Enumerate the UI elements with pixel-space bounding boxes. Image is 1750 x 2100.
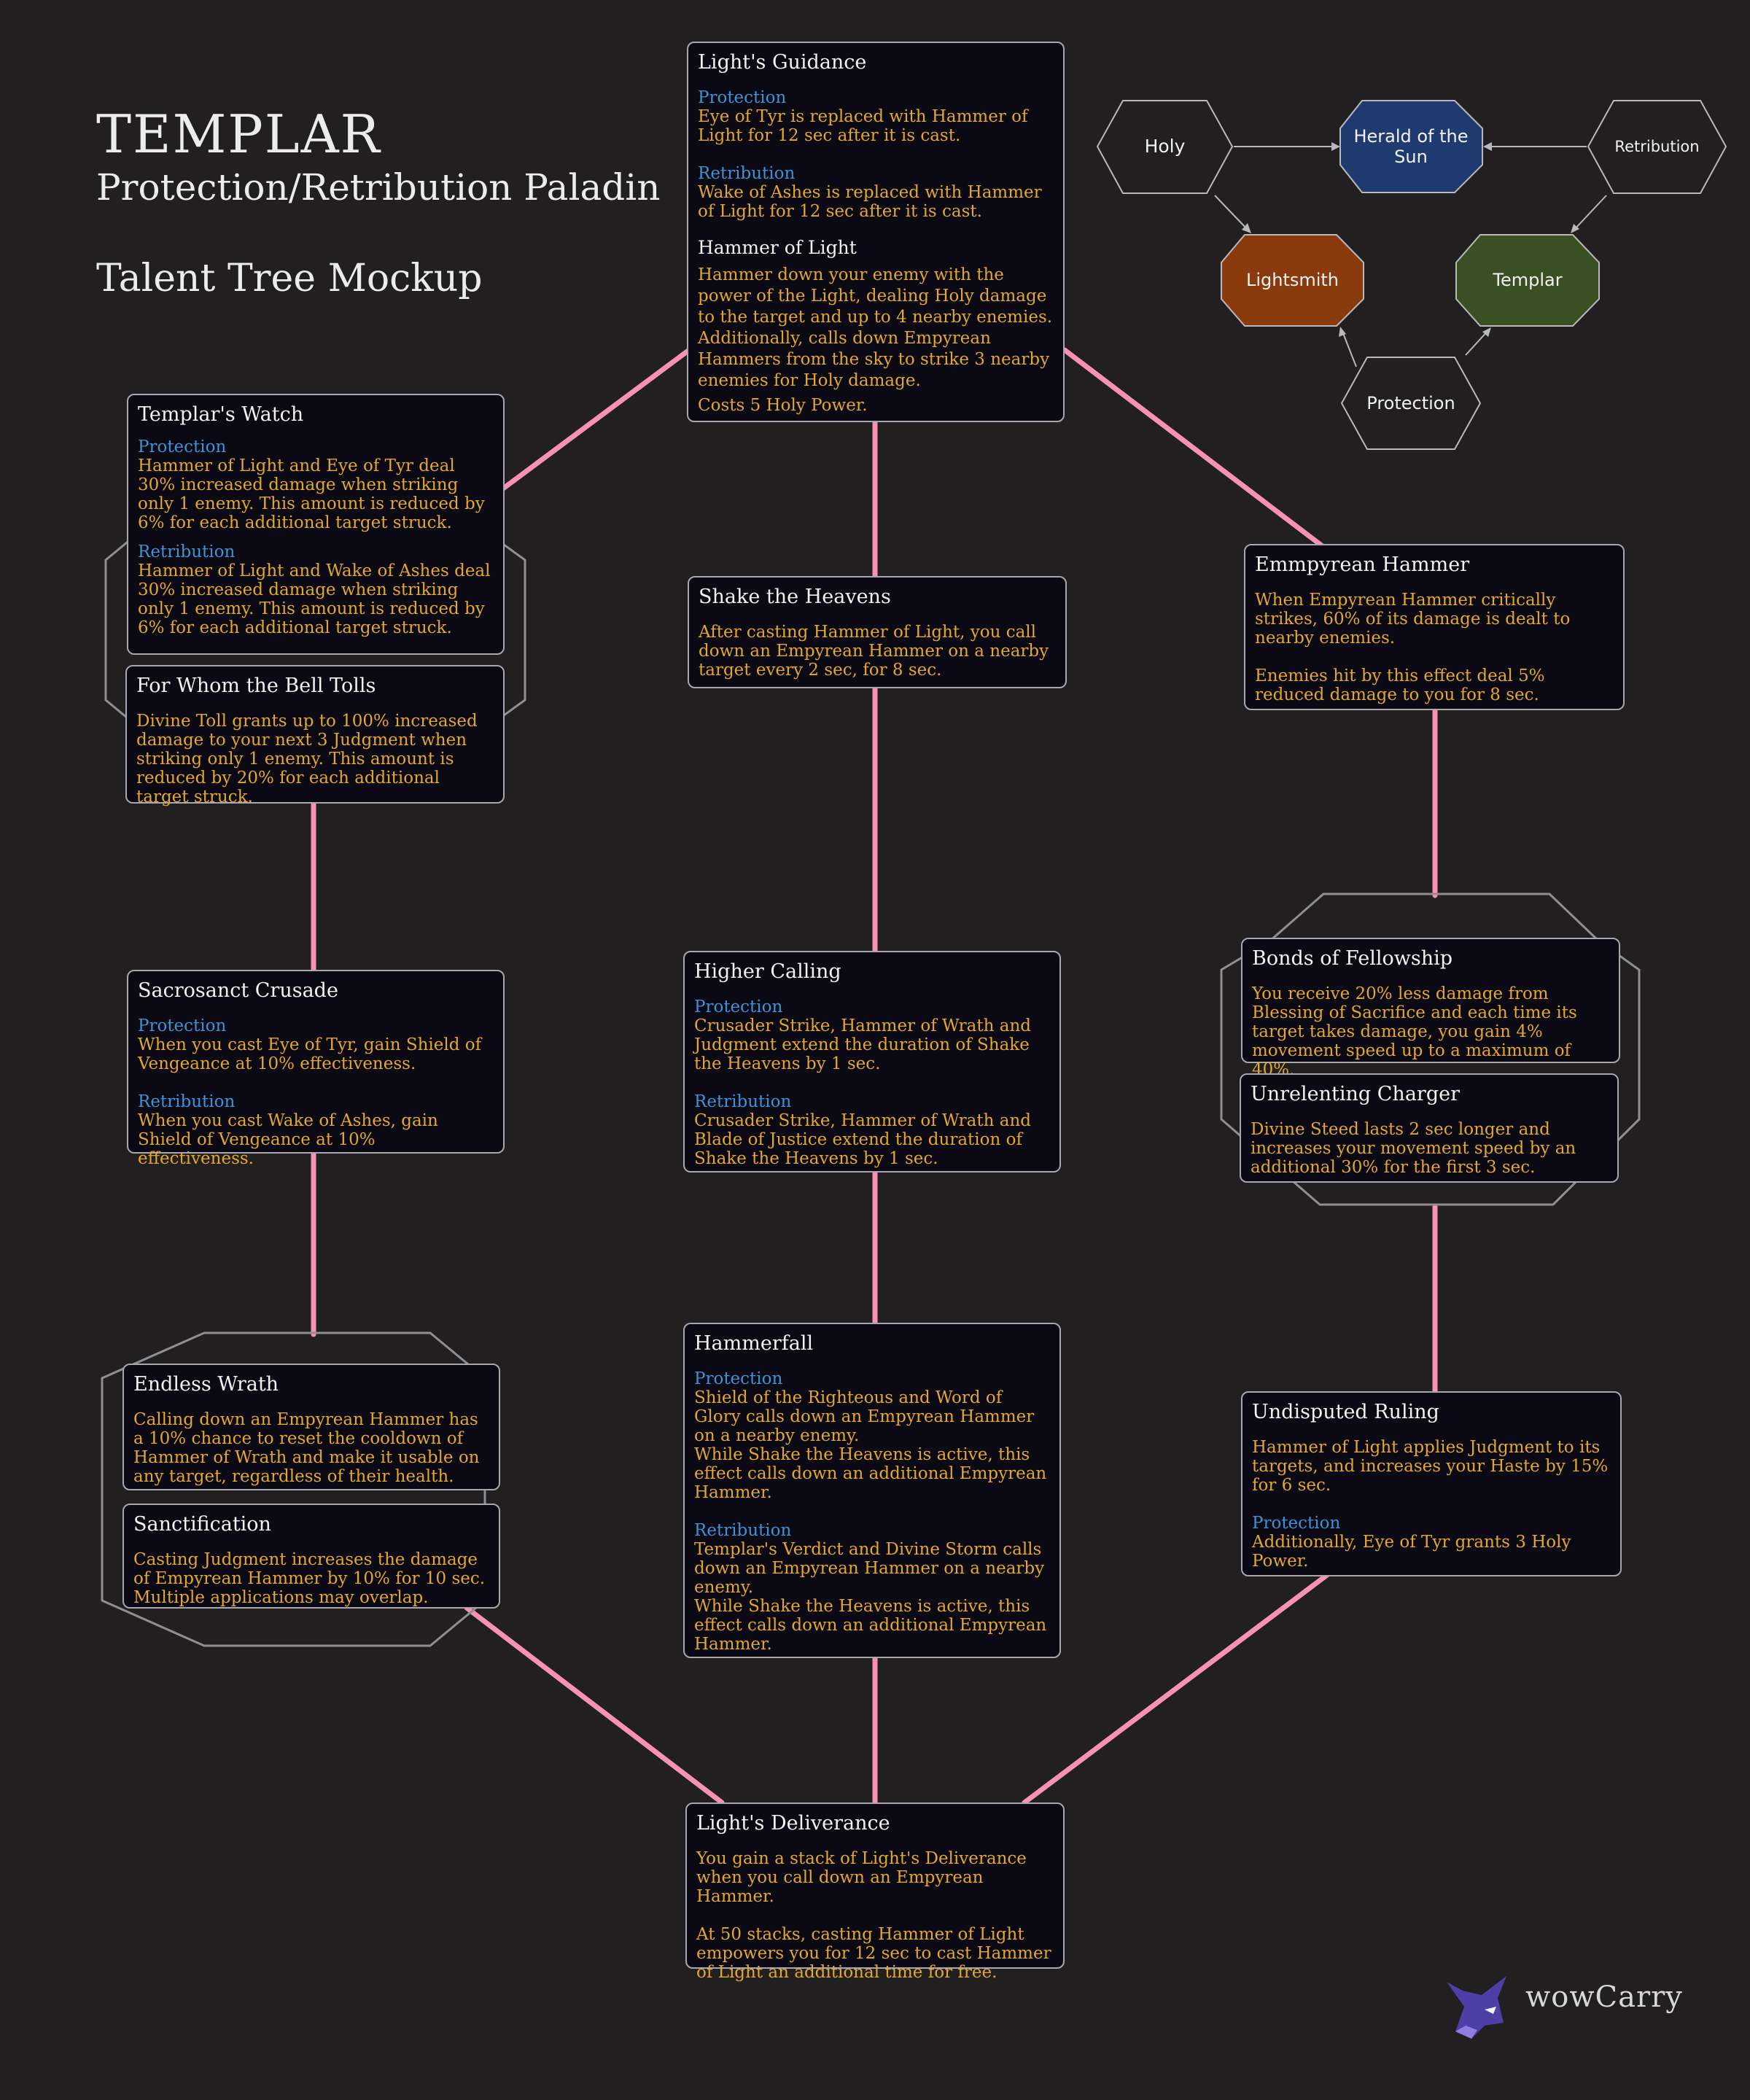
talent-description: Divine Steed lasts 2 sec longer and incr… (1251, 1120, 1576, 1177)
spec-label-retribution: Retribution (694, 1092, 792, 1111)
spec-label-retribution: Retribution (138, 542, 236, 561)
talent-description: Wake of Ashes is replaced with Hammer of… (698, 183, 1042, 221)
talent-description: Eye of Tyr is replaced with Hammer of Li… (698, 107, 1028, 145)
spec-label-protection: Protection (1252, 1514, 1341, 1533)
talent-title: Light's Deliverance (696, 1812, 890, 1835)
talent-card-bonds-of-fellowship[interactable]: Bonds of Fellowship You receive 20% less… (1241, 938, 1620, 1079)
mockup-label: Talent Tree Mockup (96, 257, 483, 300)
talent-title: Light's Guidance (698, 51, 867, 74)
talent-description: Divine Toll grants up to 100% increased … (136, 712, 478, 806)
talent-description: Calling down an Empyrean Hammer has a 10… (133, 1410, 480, 1486)
connector-guidance-watch (500, 347, 692, 491)
choice-node-octagon-bonds (1220, 892, 1641, 1206)
hero-label-protection: Protection (1366, 393, 1455, 413)
page-title: TEMPLAR (96, 104, 381, 165)
talent-description: Enemies hit by this effect deal 5% reduc… (1255, 666, 1545, 704)
talent-title: Emmpyrean Hammer (1255, 553, 1470, 576)
talent-description: Crusader Strike, Hammer of Wrath and Jud… (694, 1016, 1031, 1073)
talent-title: Shake the Heavens (699, 586, 891, 608)
hero-label-retribution: Retribution (1614, 138, 1700, 155)
fox-logo-icon (1447, 1976, 1506, 2039)
spec-label-protection: Protection (138, 1016, 227, 1035)
talent-title: Undisputed Ruling (1252, 1401, 1439, 1423)
hex-retribution (1587, 100, 1727, 194)
spec-label-retribution: Retribution (138, 1092, 236, 1111)
talent-description: Hammer of Light and Wake of Ashes deal 3… (138, 561, 491, 637)
talent-description: Crusader Strike, Hammer of Wrath and Bla… (694, 1111, 1031, 1168)
hex-templar (1455, 234, 1600, 327)
talent-description: Templar's Verdict and Divine Storm calls… (694, 1540, 1045, 1597)
spec-label-retribution: Retribution (698, 164, 796, 183)
connector-sanct-deliverance (464, 1605, 725, 1805)
talent-title: Endless Wrath (133, 1373, 279, 1396)
talent-description: After casting Hammer of Light, you call … (699, 623, 1049, 680)
talent-title: Sanctification (133, 1513, 271, 1536)
hex-herald (1339, 100, 1483, 193)
talent-title: Bonds of Fellowship (1252, 947, 1453, 970)
talent-card-templars-watch[interactable]: Templar's Watch Protection Hammer of Lig… (127, 394, 505, 655)
talent-card-unrelenting-charger[interactable]: Unrelenting Charger Divine Steed lasts 2… (1240, 1073, 1619, 1183)
talent-description: Hammer of Light and Eye of Tyr deal 30% … (138, 456, 485, 532)
talent-card-hammerfall[interactable]: Hammerfall Protection Shield of the Righ… (683, 1323, 1061, 1658)
talent-description: When Empyrean Hammer critically strikes,… (1255, 591, 1571, 648)
hero-label-holy: Holy (1144, 136, 1186, 157)
page-subtitle: Protection/Retribution Paladin (96, 166, 661, 209)
talent-description: You gain a stack of Light's Deliverance … (696, 1849, 1027, 1906)
talent-description: Additionally, Eye of Tyr grants 3 Holy P… (1252, 1533, 1571, 1571)
talent-description: While Shake the Heavens is active, this … (694, 1597, 1047, 1654)
talent-card-sacrosanct-crusade[interactable]: Sacrosanct Crusade Protection When you c… (127, 970, 505, 1168)
spec-label-protection: Protection (138, 438, 227, 456)
ability-description: Hammer down your enemy with the power of… (698, 265, 1053, 390)
spec-label-protection: Protection (698, 88, 787, 107)
talent-title: Sacrosanct Crusade (138, 979, 338, 1002)
talent-title: Templar's Watch (138, 403, 304, 426)
talent-description: Casting Judgment increases the damage of… (133, 1550, 486, 1607)
hex-lightsmith (1221, 234, 1364, 327)
talent-title: For Whom the Bell Tolls (136, 674, 376, 697)
hero-label-templar: Templar (1493, 270, 1563, 290)
talent-description: Hammer of Light applies Judgment to its … (1252, 1438, 1609, 1495)
ability-title: Hammer of Light (698, 237, 857, 258)
talent-card-sanctification[interactable]: Sanctification Casting Judgment increase… (122, 1504, 500, 1609)
talent-card-emmpyrean-hammer[interactable]: Emmpyrean Hammer When Empyrean Hammer cr… (1244, 544, 1625, 710)
talent-title: Hammerfall (694, 1332, 814, 1355)
brand-wordmark: wowCarry (1525, 1980, 1683, 2014)
hex-holy (1096, 100, 1234, 194)
talent-card-lights-guidance[interactable]: Light's Guidance Protection Eye of Tyr i… (687, 42, 1065, 422)
spec-label-protection: Protection (694, 1369, 783, 1388)
talent-card-for-whom-the-bell-tolls[interactable]: For Whom the Bell Tolls Divine Toll gran… (125, 665, 505, 806)
talent-description: When you cast Eye of Tyr, gain Shield of… (138, 1035, 482, 1073)
choice-node-octagon-endless (101, 1331, 486, 1647)
talent-title: Higher Calling (694, 960, 841, 983)
connector-guidance-emmpyrean (1062, 347, 1326, 550)
spec-label-retribution: Retribution (694, 1521, 792, 1540)
talent-description: At 50 stacks, casting Hammer of Light em… (696, 1925, 1051, 1982)
talent-description: When you cast Wake of Ashes, gain Shield… (138, 1111, 438, 1168)
talent-card-endless-wrath[interactable]: Endless Wrath Calling down an Empyrean H… (122, 1364, 500, 1490)
talent-card-shake-the-heavens[interactable]: Shake the Heavens After casting Hammer o… (688, 576, 1067, 688)
hero-label-lightsmith: Lightsmith (1245, 270, 1339, 290)
talent-card-undisputed-ruling[interactable]: Undisputed Ruling Hammer of Light applie… (1241, 1391, 1622, 1576)
hero-label-herald: Herald of the Sun (1353, 126, 1469, 167)
talent-card-lights-deliverance[interactable]: Light's Deliverance You gain a stack of … (685, 1802, 1065, 1982)
talent-description: Shield of the Righteous and Word of Glor… (694, 1388, 1035, 1445)
ability-cost: Costs 5 Holy Power. (698, 396, 868, 415)
talent-title: Unrelenting Charger (1251, 1083, 1460, 1105)
hero-tree-diagram (1096, 100, 1727, 450)
hex-protection (1340, 357, 1482, 450)
spec-label-protection: Protection (694, 998, 783, 1016)
talent-card-higher-calling[interactable]: Higher Calling Protection Crusader Strik… (683, 951, 1061, 1172)
talent-description: You receive 20% less damage from Blessin… (1252, 984, 1577, 1079)
connector-undisputed-deliverance (1022, 1572, 1330, 1805)
talent-description: While Shake the Heavens is active, this … (694, 1445, 1047, 1502)
